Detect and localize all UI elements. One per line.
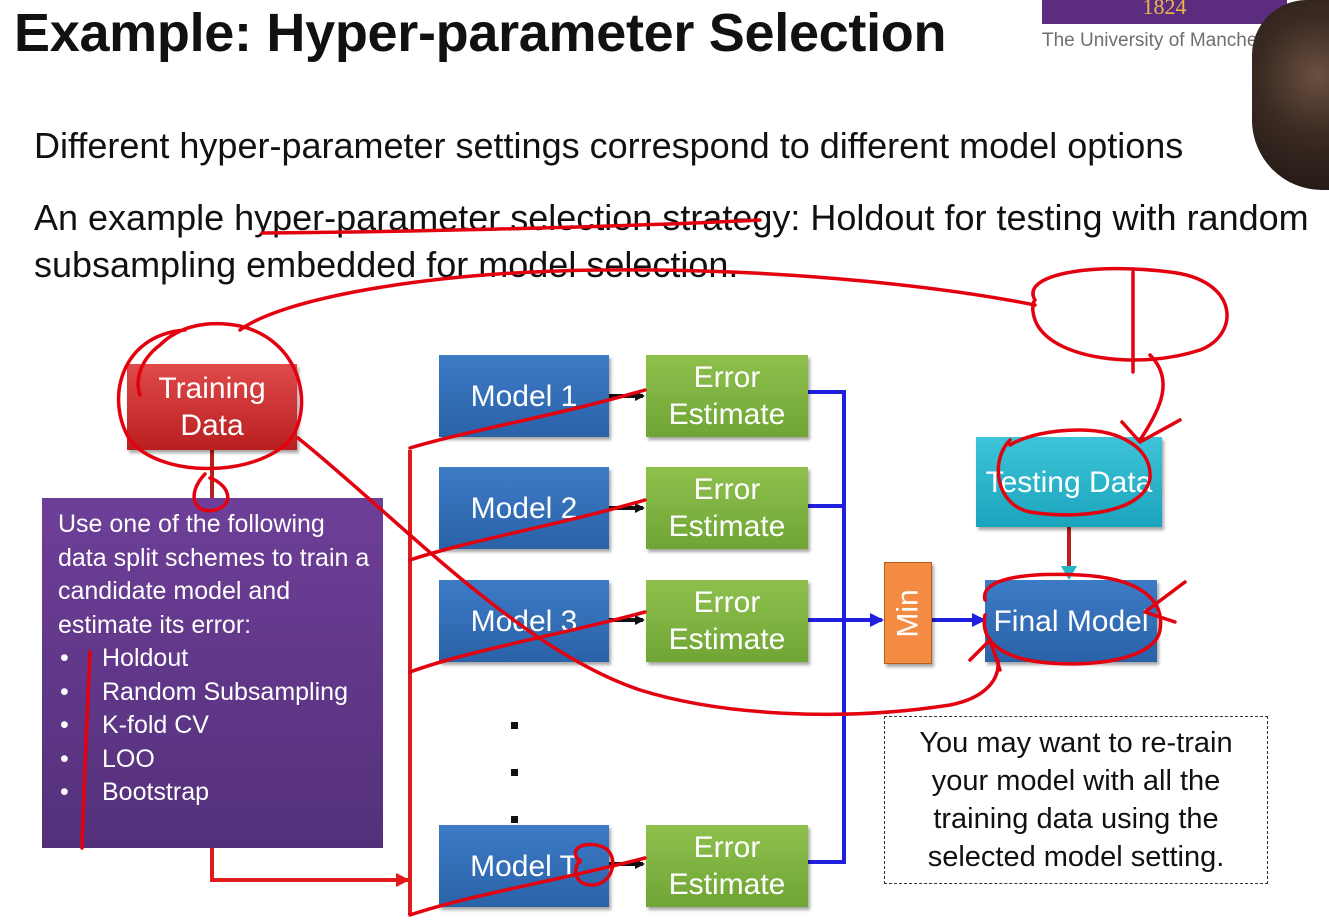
ellipsis-dot <box>511 769 518 776</box>
annotation-circle-training-data <box>116 321 304 471</box>
model-1-box: Model 1 <box>439 355 609 437</box>
annotation-arrowhead-testing <box>1120 418 1182 444</box>
ellipsis-dot <box>511 722 518 729</box>
paragraph-selection-strategy: An example hyper-parameter selection str… <box>34 197 1309 285</box>
testing-data-box: Testing Data <box>976 437 1162 527</box>
annotation-oval-right <box>1031 266 1229 362</box>
data-split-schemes-box: Use one of the following data split sche… <box>42 498 383 848</box>
annotation-red-lines-model1 <box>408 388 647 450</box>
split-scheme-item: LOO <box>58 743 373 777</box>
error-estimate-3-box: Error Estimate <box>646 580 808 662</box>
error-estimate-2-box: Error Estimate <box>646 467 808 549</box>
annotation-circle-testing-data <box>996 428 1152 517</box>
paragraph-model-options: Different hyper-parameter settings corre… <box>34 125 1184 166</box>
university-logo-text: The University of Manchester <box>1042 30 1267 51</box>
slide-title: Example: Hyper-parameter Selection <box>14 3 947 63</box>
split-scheme-item: Random Subsampling <box>58 676 373 710</box>
annotation-swirl-training-split <box>192 472 230 513</box>
final-model-box: Final Model <box>985 580 1157 662</box>
training-data-box: Training Data <box>127 364 297 450</box>
split-scheme-item: K-fold CV <box>58 709 373 743</box>
min-box: Min <box>884 562 932 664</box>
split-box-intro: Use one of the following data split sche… <box>58 510 370 639</box>
annotation-red-lines-model3 <box>408 610 647 674</box>
annotation-circle-model-t <box>573 842 615 887</box>
annotation-long-curve-to-final <box>296 436 1000 717</box>
annotation-red-lines-model2 <box>408 498 647 562</box>
error-estimate-1-box: Error Estimate <box>646 355 808 437</box>
annotation-arrowhead-final <box>1143 580 1187 624</box>
presenter-webcam <box>1252 0 1329 190</box>
ellipsis-dot <box>511 816 518 823</box>
model-2-box: Model 2 <box>439 467 609 549</box>
annotation-curve-to-testing-box <box>1138 353 1165 442</box>
split-scheme-item: Holdout <box>58 642 373 676</box>
model-t-box: Model T <box>439 825 609 907</box>
annotation-red-lines-modelT <box>408 856 647 917</box>
annotation-circle-final-model <box>982 572 1163 666</box>
connector-error1-collector <box>807 390 846 864</box>
university-logo-bar <box>1042 0 1287 24</box>
split-scheme-item: Bootstrap <box>58 776 373 810</box>
connector-split-to-trunk <box>210 848 410 887</box>
retrain-note-box: You may want to re-train your model with… <box>884 716 1268 884</box>
university-logo-year: 1824 <box>1142 0 1187 19</box>
error-estimate-t-box: Error Estimate <box>646 825 808 907</box>
annotation-bracket-split-list <box>80 650 92 850</box>
annotation-underline-hyper-parameter <box>260 218 762 235</box>
annotation-curve-to-testing <box>238 268 1037 332</box>
split-scheme-list: Holdout Random Subsampling K-fold CV LOO… <box>58 642 373 810</box>
